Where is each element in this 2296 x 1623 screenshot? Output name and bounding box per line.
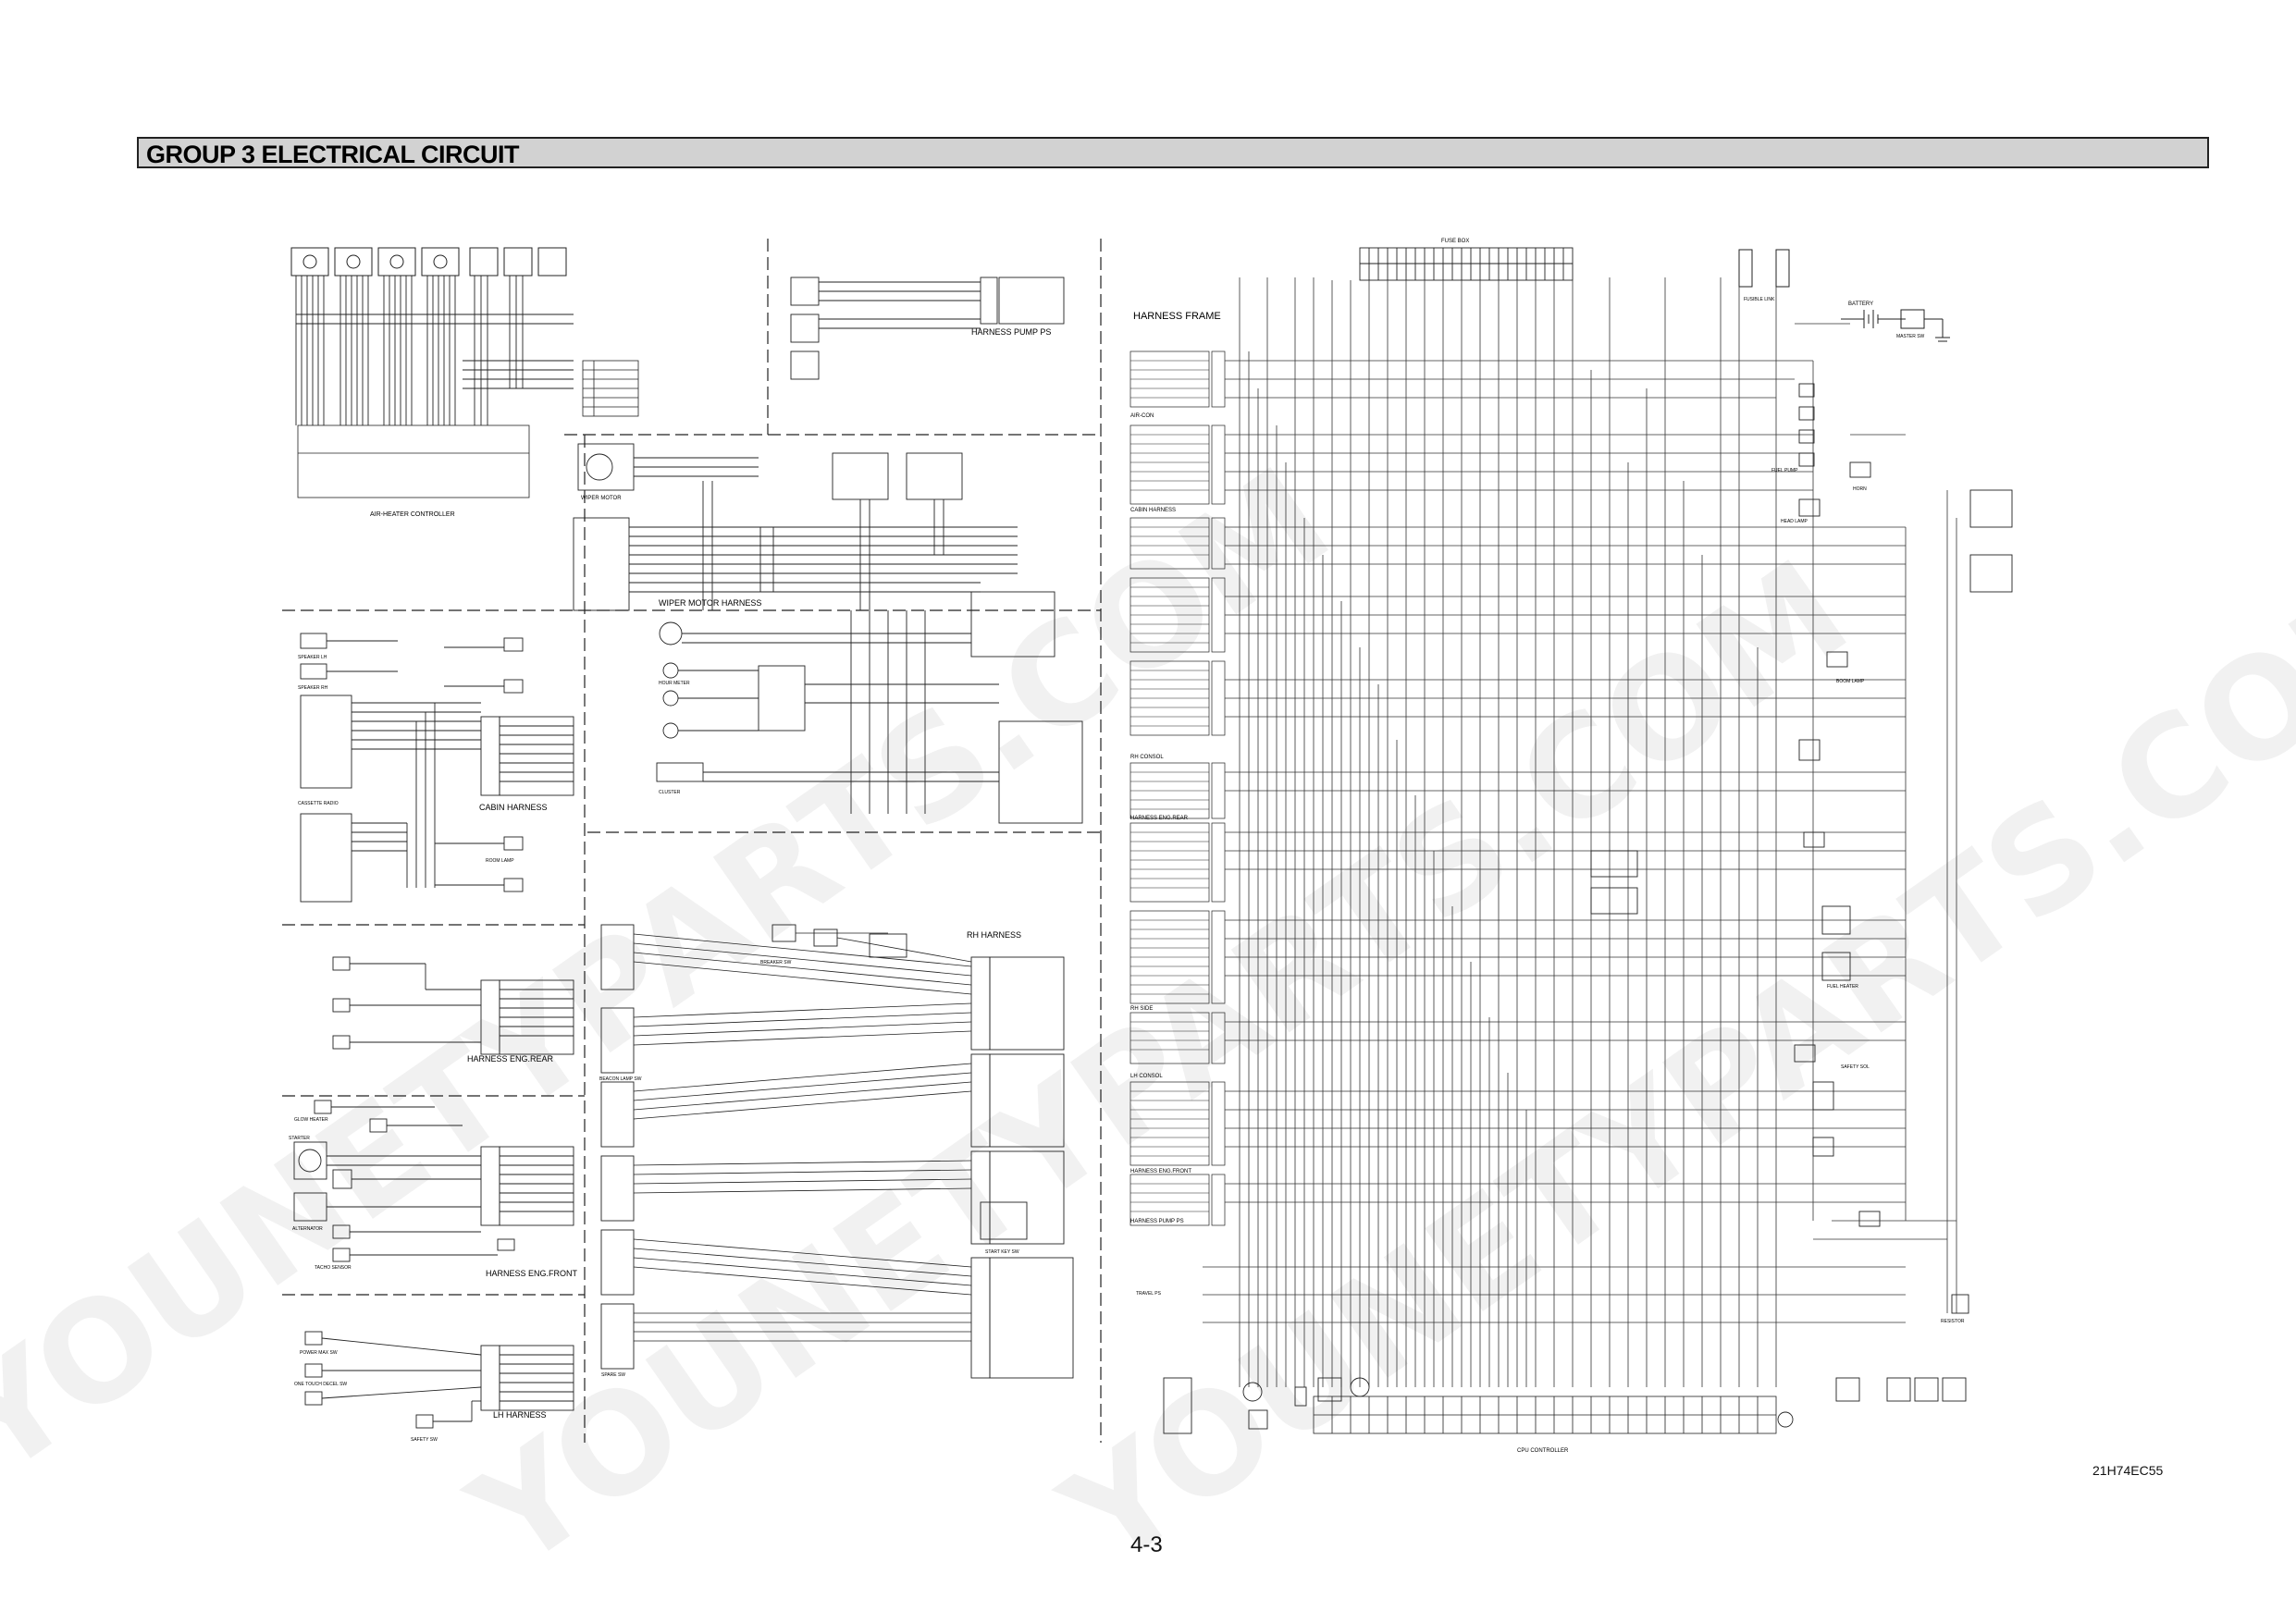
label-glow-heater: GLOW HEATER xyxy=(294,1117,328,1123)
label-lh-harness: LH HARNESS xyxy=(493,1410,547,1420)
label-fusible-link: FUSIBLE LINK xyxy=(1744,297,1775,302)
page-number: 4-3 xyxy=(1130,1532,1163,1557)
label-speaker-rh: SPEAKER RH xyxy=(298,685,328,691)
label-harness-eng-front: HARNESS ENG.FRONT xyxy=(486,1269,578,1278)
label-aircon-controller: AIR-HEATER CONTROLLER xyxy=(370,511,455,518)
label-section-pump-ps: HARNESS PUMP PS xyxy=(1130,1219,1184,1224)
watermark: YOUNETYPARTS.COM YOUNETYPARTS.COM YOUNET… xyxy=(0,438,2296,1601)
label-harness-eng-rear: HARNESS ENG.REAR xyxy=(467,1054,554,1064)
label-boom-lamp: BOOM LAMP xyxy=(1836,679,1865,684)
aircon-controller-block xyxy=(297,424,530,498)
label-harness-pump-ps-top: HARNESS PUMP PS xyxy=(971,327,1051,337)
label-section-cabin: CABIN HARNESS xyxy=(1130,508,1176,513)
label-cassette-radio: CASSETTE RADIO xyxy=(298,801,339,806)
label-battery: BATTERY xyxy=(1848,301,1873,307)
label-section-aircon: AIR-CON xyxy=(1130,413,1154,419)
label-section-eng-rear: HARNESS ENG.REAR xyxy=(1130,816,1189,821)
battery-block xyxy=(1738,249,1950,342)
label-tacho-sensor: TACHO SENSOR xyxy=(315,1265,352,1271)
label-power-max-sw: POWER MAX SW xyxy=(300,1350,338,1356)
label-harness-frame: HARNESS FRAME xyxy=(1133,311,1221,322)
rh-harness-section xyxy=(600,924,1074,1379)
pump-ps-block xyxy=(790,277,1065,380)
wiper-section xyxy=(573,443,1018,611)
label-hour-meter: HOUR METER xyxy=(659,681,690,686)
label-safety-sol: SAFETY SOL xyxy=(1841,1064,1870,1070)
label-one-touch-decel: ONE TOUCH DECEL SW xyxy=(294,1382,347,1387)
label-fuel-heater: FUEL HEATER xyxy=(1827,984,1858,990)
label-fuel-pump: FUEL PUMP xyxy=(1771,468,1798,473)
label-cabin-harness: CABIN HARNESS xyxy=(479,803,548,812)
label-section-rh-consol: RH CONSOL xyxy=(1130,755,1164,760)
label-section-lh-consol: LH CONSOL xyxy=(1130,1074,1163,1079)
aircon-wires xyxy=(295,276,574,425)
label-travel-ps: TRAVEL PS xyxy=(1136,1291,1162,1297)
frame-table-rows xyxy=(1130,360,1209,1212)
page-title: GROUP 3 ELECTRICAL CIRCUIT xyxy=(146,141,520,168)
lh-harness-section xyxy=(304,1331,574,1429)
label-section-eng-front: HARNESS ENG.FRONT xyxy=(1130,1169,1191,1174)
drawing-code: 21H74EC55 xyxy=(2092,1463,2164,1478)
label-alternator: ALTERNATOR xyxy=(292,1226,323,1232)
label-beacon-lamp-sw: BEACON LAMP SW xyxy=(599,1076,642,1082)
label-wiper-motor-harness: WIPER MOTOR HARNESS xyxy=(659,598,761,608)
label-cpu-controller: CPU CONTROLLER xyxy=(1517,1448,1569,1454)
rh-harness-wires xyxy=(633,932,972,1342)
aircon-connector-table xyxy=(582,360,639,417)
cluster-section xyxy=(656,591,1083,824)
section-dividers xyxy=(282,239,1102,1443)
label-breaker-sw: BREAKER SW xyxy=(760,960,792,965)
label-resistor: RESISTOR xyxy=(1941,1319,1965,1324)
label-horn: HORN xyxy=(1853,486,1867,492)
label-room-lamp: ROOM LAMP xyxy=(486,858,514,864)
cpu-controller-strip xyxy=(1313,1396,1777,1434)
right-components xyxy=(1163,383,2013,1434)
label-rh-harness: RH HARNESS xyxy=(967,930,1021,940)
label-section-rh-side: RH SIDE xyxy=(1130,1006,1153,1012)
label-fuse-box: FUSE BOX xyxy=(1441,239,1469,244)
label-start-key-sw: START KEY SW xyxy=(985,1249,1019,1255)
frame-horizontal-wires xyxy=(1203,323,1907,1323)
eng-front-section xyxy=(293,1100,574,1262)
label-cluster: CLUSTER xyxy=(659,790,681,795)
label-speaker-lh: SPEAKER LH xyxy=(298,655,327,660)
label-wiper-motor: WIPER MOTOR xyxy=(581,496,622,501)
cabin-harness-section xyxy=(300,633,574,903)
section-header: GROUP 3 ELECTRICAL CIRCUIT xyxy=(137,137,2209,168)
label-starter: STARTER xyxy=(289,1136,310,1141)
label-master-sw: MASTER SW xyxy=(1896,334,1925,339)
label-safety-sw: SAFETY SW xyxy=(411,1437,438,1443)
eng-rear-section xyxy=(332,956,574,1055)
aircon-components xyxy=(290,247,567,277)
label-head-lamp: HEAD LAMP xyxy=(1781,519,1808,524)
label-spare-sw: SPARE SW xyxy=(601,1372,625,1378)
fuse-box xyxy=(1359,247,1574,281)
right-edge-wires xyxy=(1813,434,1957,1313)
